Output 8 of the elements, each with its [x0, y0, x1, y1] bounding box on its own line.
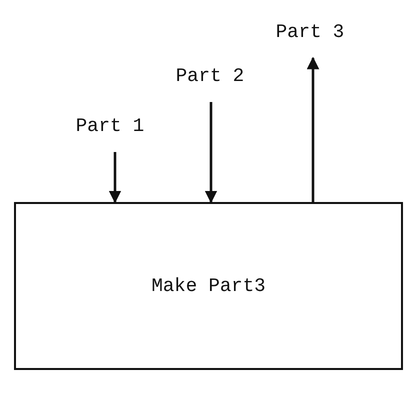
arrow [108, 152, 122, 204]
arrow [204, 102, 218, 204]
process-box [14, 202, 403, 370]
process-label: Make Part3 [151, 275, 266, 297]
output-label: Part 3 [276, 21, 344, 43]
arrow [306, 56, 320, 202]
input-label: Part 2 [176, 65, 244, 87]
input-label: Part 1 [76, 115, 144, 137]
